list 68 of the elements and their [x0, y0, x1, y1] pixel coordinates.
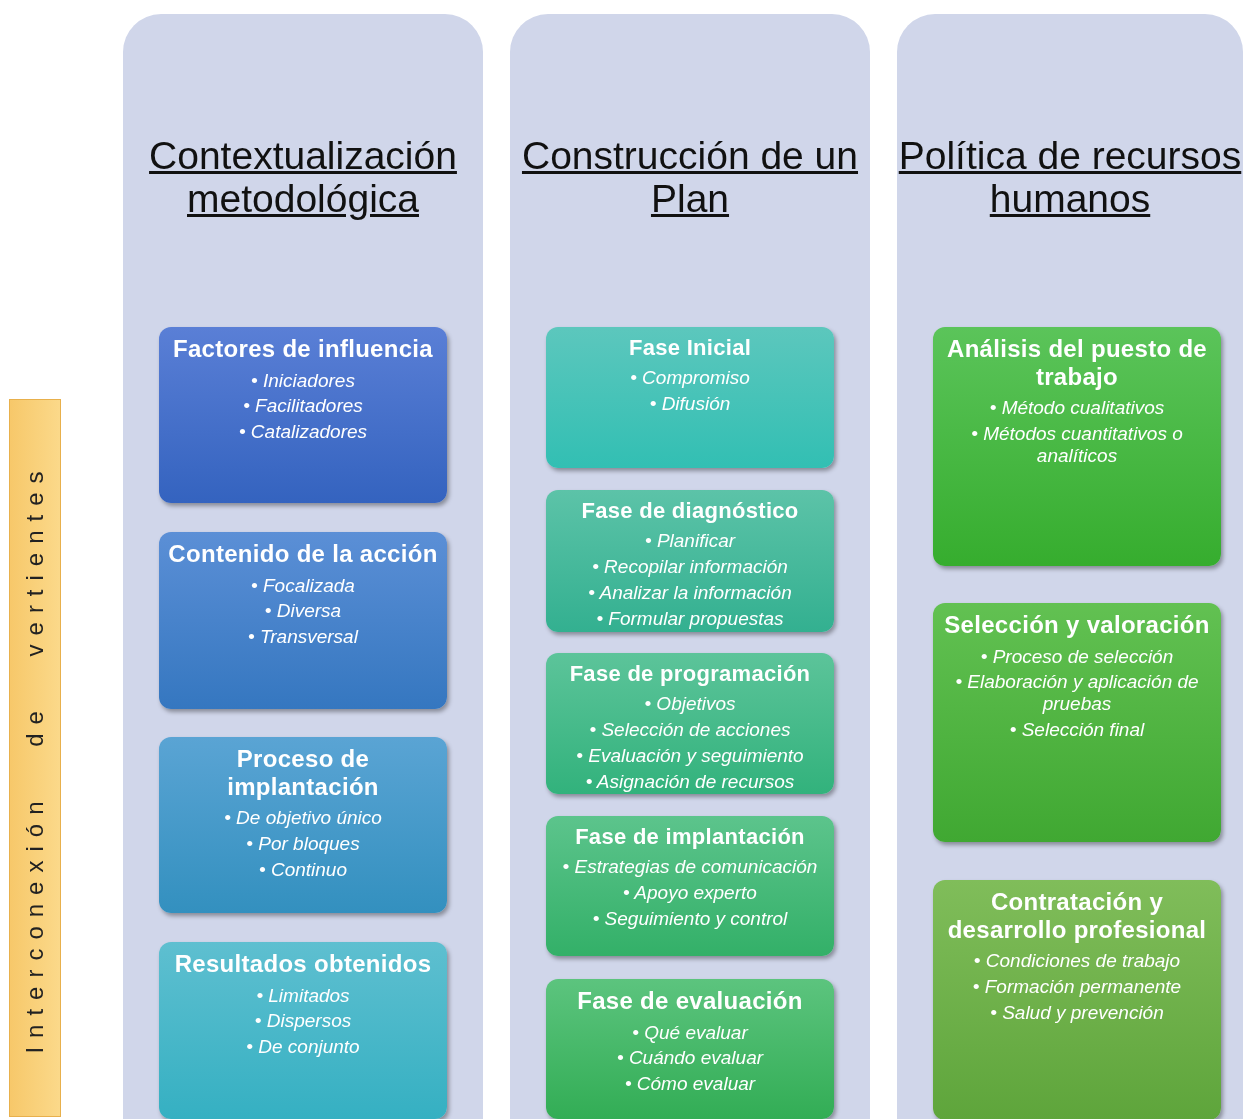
bullet-item: • Apoyo experto	[623, 882, 757, 904]
column-panel	[123, 14, 483, 1119]
content-card	[933, 327, 1221, 566]
bullet-item: • Objetivos	[644, 693, 736, 716]
bullet-item: • Compromiso	[630, 367, 750, 390]
bullet-item: • Métodos cuantitativos o analíticos	[970, 423, 1184, 467]
column-heading: Construcción de un Plan	[520, 134, 859, 220]
card-title: Fase de programación	[569, 661, 811, 687]
bullet-item: • De conjunto	[246, 1036, 360, 1059]
bullet-item: • Continuo	[259, 858, 347, 881]
content-card	[933, 603, 1221, 842]
content-card	[159, 942, 447, 1119]
bullet-item: • Proceso de selección	[980, 645, 1174, 668]
card-title: Proceso de implantación	[226, 745, 380, 801]
content-card	[159, 737, 447, 913]
bullet-item: • Cuándo evaluar	[616, 1047, 764, 1070]
card-title: Contratación y desarrollo profesional	[946, 888, 1208, 944]
bullet-item: • Asignación de recursos	[585, 770, 795, 793]
content-card	[933, 880, 1221, 1119]
content-card	[546, 816, 834, 956]
content-card	[546, 979, 834, 1119]
bullet-item: • Qué evaluar	[632, 1021, 748, 1044]
card-title: Fase de diagnóstico	[581, 498, 799, 524]
bullet-item: • Selección final	[1009, 719, 1145, 741]
bullet-item: • Iniciadores	[251, 369, 355, 392]
column-heading: Política de recursos humanos	[897, 134, 1243, 220]
bullet-item: • Selección de acciones	[589, 719, 791, 741]
bullet-item: • Seguimiento y control	[592, 908, 788, 930]
card-title: Fase de evaluación	[577, 987, 803, 1015]
bullet-item: • Elaboración y aplicación de pruebas	[954, 671, 1200, 716]
bullet-item: • Analizar la información	[588, 582, 792, 604]
content-card	[546, 490, 834, 632]
card-title: Resultados obtenidos	[174, 950, 432, 978]
bullet-item: • Facilitadores	[243, 395, 363, 418]
bullet-item: • Estrategias de comunicación	[562, 856, 818, 879]
bullet-item: • Difusión	[649, 393, 731, 415]
bullet-item: • Evaluación y seguimiento	[576, 745, 804, 767]
bullet-item: • Planificar	[644, 530, 736, 553]
bullet-item: • Método cualitativos	[989, 397, 1165, 420]
card-title: Fase de implantación	[575, 824, 805, 850]
column-panel	[510, 14, 870, 1119]
bullet-item: • Condiciones de trabajo	[973, 950, 1181, 973]
bullet-item: • Salud y prevención	[990, 1001, 1164, 1024]
bullet-item: • Limitados	[256, 984, 350, 1007]
content-card	[159, 327, 447, 503]
content-card	[546, 327, 834, 468]
card-title: Fase Inicial	[628, 335, 752, 361]
column-panel	[897, 14, 1243, 1119]
band-label: Interconexión de vertientes	[21, 461, 49, 1056]
vertical-band	[9, 399, 61, 1117]
bullet-item: • Recopilar información	[592, 556, 788, 578]
bullet-item: • Formación permanente	[972, 976, 1182, 998]
bullet-item: • De objetivo único	[224, 807, 382, 830]
bullet-item: • Dispersos	[254, 1010, 352, 1033]
card-title: Contenido de la acción	[168, 540, 438, 568]
bullet-item: • Cómo evaluar	[624, 1073, 756, 1096]
card-title: Selección y valoración	[944, 611, 1210, 639]
content-card	[159, 532, 447, 709]
bullet-item: • Focalizada	[251, 574, 355, 597]
bullet-item: • Por bloques	[246, 833, 360, 855]
card-title: Análisis del puesto de trabajo	[946, 335, 1208, 391]
bullet-item: • Formular propuestas	[596, 607, 784, 630]
column-heading: Contextualización metodológica	[148, 134, 458, 220]
card-title: Factores de influencia	[173, 335, 433, 363]
content-card	[546, 653, 834, 794]
bullet-item: • Diversa	[264, 600, 342, 623]
bullet-item: • Catalizadores	[238, 421, 368, 444]
bullet-item: • Transversal	[248, 626, 358, 649]
